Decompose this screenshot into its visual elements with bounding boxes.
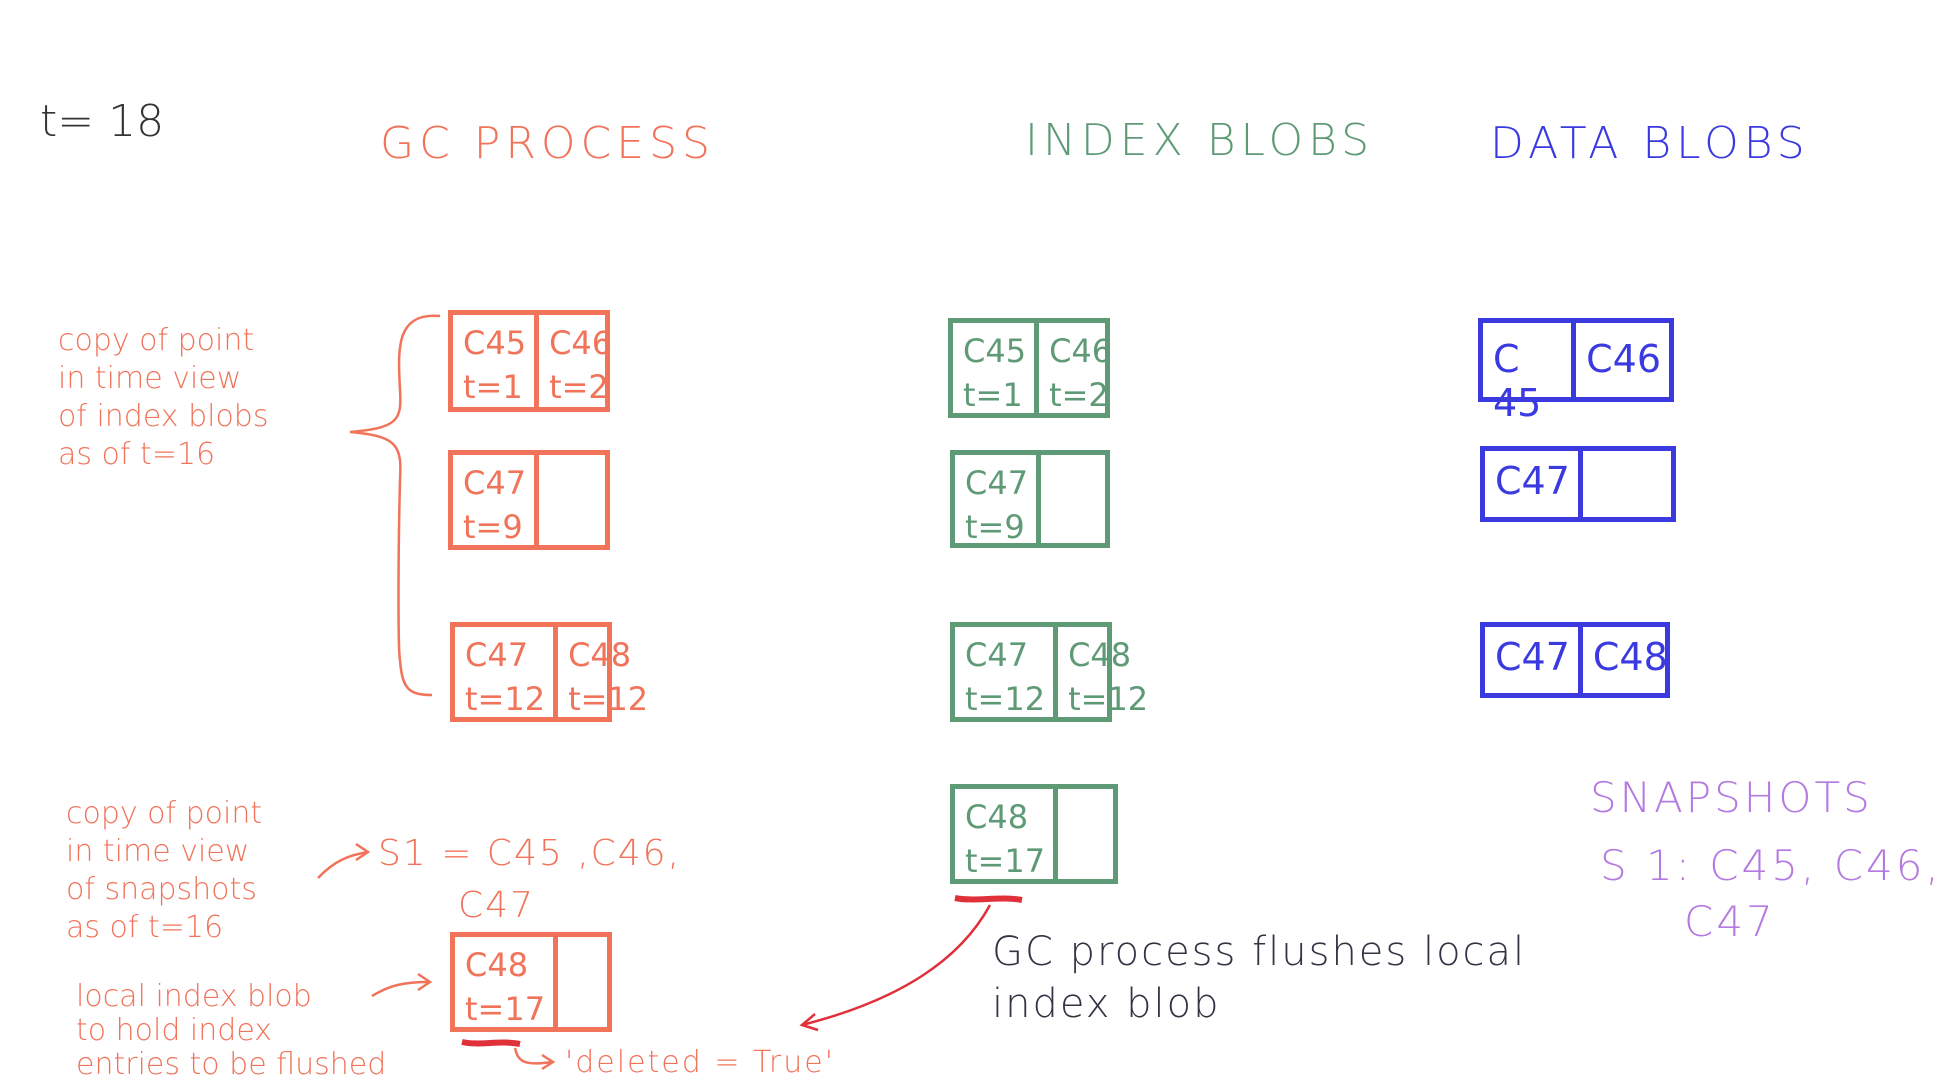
blob-cell: C47 (1495, 459, 1570, 503)
snapshot-arrow-head (355, 842, 371, 862)
snapshots-list: S 1: C45, C46, C47 (1600, 841, 1942, 946)
local-blob-note: local index blob to hold index entries t… (76, 979, 387, 1082)
snapshot-copy-value: S1 = C45 ,C46, C47 (378, 833, 682, 926)
flush-note: GC process flushes local index blob (992, 929, 1527, 1027)
deleted-arrow-head (541, 1053, 556, 1071)
blob-cell (534, 455, 605, 545)
data-blob-2: C47 (1480, 446, 1676, 522)
gc-blob-underline (461, 1039, 521, 1047)
gc-index-copy-note: copy of point in time view of index blob… (58, 323, 269, 472)
deleted-arrow (513, 1047, 553, 1065)
snapshot-copy-note: copy of point in time view of snapshots … (66, 796, 263, 945)
flush-arrow-head (799, 1013, 819, 1032)
data-blob-3: C47 C48 (1480, 622, 1670, 698)
index-blobs-header: INDEX BLOBS (1025, 115, 1375, 166)
blob-cell (1053, 789, 1113, 879)
blob-cell (1577, 451, 1671, 517)
snapshots-title: SNAPSHOTS (1590, 773, 1873, 822)
time-label: t= 18 (40, 96, 165, 147)
deleted-flag-label: 'deleted = True' (565, 1045, 835, 1080)
blob-cell (1036, 455, 1105, 543)
blob-cell: C48 (1577, 627, 1676, 693)
blob-cell: C47 (1495, 635, 1570, 679)
blob-cell: C46 (1571, 323, 1669, 397)
gc-brace (349, 314, 441, 697)
snapshot-arrow (317, 850, 369, 879)
blob-cell: C 45 (1493, 337, 1542, 425)
data-blob-1: C 45 C46 (1478, 318, 1674, 425)
local-blob-arrow (371, 980, 429, 998)
index-blob-underline (954, 895, 1023, 903)
gc-process-header: GC PROCESS (380, 118, 715, 169)
local-blob-arrow-head (417, 972, 433, 992)
data-blobs-header: DATA BLOBS (1490, 118, 1810, 169)
flush-arrow (801, 904, 992, 1027)
blob-cell (553, 937, 607, 1027)
